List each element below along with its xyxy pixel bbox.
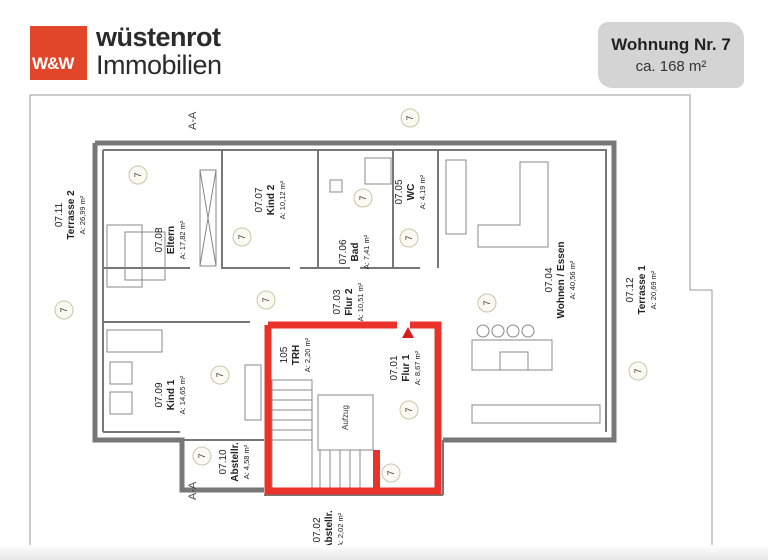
marker-circle bbox=[399, 228, 419, 248]
inner-walls bbox=[102, 149, 607, 496]
room-area: A: 20,69 m² bbox=[649, 270, 658, 309]
room-number: 07.07 bbox=[254, 187, 265, 212]
logo-mark: W&W bbox=[32, 54, 74, 73]
furniture bbox=[106, 157, 601, 451]
room-number: 07.12 bbox=[625, 277, 636, 302]
room-number: 07.04 bbox=[544, 267, 555, 292]
room-name: Abstellr. bbox=[324, 510, 335, 550]
stairwell-highlight bbox=[264, 321, 442, 495]
room-name: Kind 1 bbox=[166, 379, 177, 410]
room-number: 07.06 bbox=[338, 239, 349, 264]
room-name: WC bbox=[406, 184, 417, 201]
marker-label: 7 bbox=[237, 234, 247, 239]
room-name: Wohnen / Essen bbox=[556, 241, 567, 318]
marker-label: 7 bbox=[633, 368, 643, 373]
room-area: A: 4,19 m² bbox=[418, 174, 427, 209]
marker-label: 7 bbox=[197, 453, 207, 458]
room-area: A: 40,56 m² bbox=[568, 260, 577, 299]
section-marker-top: A-A bbox=[187, 111, 199, 130]
room-name: Terrasse 2 bbox=[66, 190, 77, 240]
room-name: Eltern bbox=[166, 226, 177, 254]
entrance-arrow-icon bbox=[402, 327, 414, 338]
stairwell-highlight-inner bbox=[373, 450, 380, 492]
room-number: 07.01 bbox=[389, 355, 400, 380]
room-name: TRH bbox=[291, 345, 302, 366]
marker-circle bbox=[353, 188, 373, 208]
room-number: 07.05 bbox=[394, 179, 405, 204]
room-number: 07.02 bbox=[312, 517, 323, 542]
marker-circle bbox=[628, 361, 648, 381]
room-name: Flur 2 bbox=[344, 288, 355, 316]
marker-circle bbox=[399, 400, 419, 420]
room-number: 07.09 bbox=[154, 382, 165, 407]
marker-label: 7 bbox=[215, 372, 225, 377]
brand-logo: W&W bbox=[30, 26, 87, 80]
unit-size: ca. 168 m² bbox=[635, 58, 707, 75]
marker-circle bbox=[381, 463, 401, 483]
room-area: A: 17,82 m² bbox=[178, 220, 187, 259]
marker-label: 7 bbox=[358, 195, 368, 200]
marker-label: 7 bbox=[405, 115, 415, 120]
room-area: A: 26,99 m² bbox=[78, 195, 87, 234]
marker-circle bbox=[256, 290, 276, 310]
room-area: A: 8,67 m² bbox=[413, 350, 422, 385]
room-number: 07.11 bbox=[54, 202, 65, 227]
room-area: A: 2,02 m² bbox=[336, 512, 345, 547]
marker-circle bbox=[192, 446, 212, 466]
unit-title: Wohnung Nr. 7 bbox=[611, 35, 731, 54]
marker-label: 7 bbox=[59, 307, 69, 312]
marker-label: 7 bbox=[482, 300, 492, 305]
room-number: 07.08 bbox=[154, 227, 165, 252]
marker-label: 7 bbox=[133, 172, 143, 177]
marker-label: 7 bbox=[404, 235, 414, 240]
room-area: A: 10,12 m² bbox=[278, 180, 287, 219]
unit-badge: Wohnung Nr. 7 ca. 168 m² bbox=[598, 22, 744, 88]
room-number: 07.10 bbox=[218, 449, 229, 474]
terrace-outline bbox=[29, 94, 713, 560]
bottom-edge bbox=[0, 545, 768, 560]
marker-circle bbox=[210, 365, 230, 385]
room-name: Terrasse 1 bbox=[637, 265, 648, 315]
marker-circle bbox=[128, 165, 148, 185]
room-name: Bad bbox=[350, 243, 361, 262]
room-area: A: 7,41 m² bbox=[362, 234, 371, 269]
marker-label: 7 bbox=[261, 297, 271, 302]
room-area: A: 10,51 m² bbox=[356, 282, 365, 321]
brand-subname: Immobilien bbox=[96, 50, 222, 80]
marker-circle bbox=[54, 300, 74, 320]
room-number: 105 bbox=[279, 346, 290, 363]
marker-circle bbox=[232, 227, 252, 247]
section-label: A-A bbox=[187, 481, 199, 500]
room-name: Abstellr. bbox=[230, 442, 241, 482]
stairs bbox=[271, 379, 361, 489]
room-area: A: 14,65 m² bbox=[178, 375, 187, 414]
marker-label: 7 bbox=[386, 470, 396, 475]
brand-name: wüstenrot bbox=[96, 22, 221, 52]
marker-circle bbox=[477, 293, 497, 313]
room-area: A: 4,58 m² bbox=[242, 444, 251, 479]
room-number: 07.03 bbox=[332, 289, 343, 314]
marker-label: 7 bbox=[404, 407, 414, 412]
section-marker-bottom: A-A bbox=[187, 481, 199, 500]
room-name: Flur 1 bbox=[401, 354, 412, 382]
room-name: Kind 2 bbox=[266, 184, 277, 215]
room-area: A: 2,20 m² bbox=[303, 337, 312, 372]
elevator-label: Aufzug bbox=[341, 405, 350, 430]
marker-circle bbox=[400, 108, 420, 128]
section-label: A-A bbox=[187, 111, 199, 130]
